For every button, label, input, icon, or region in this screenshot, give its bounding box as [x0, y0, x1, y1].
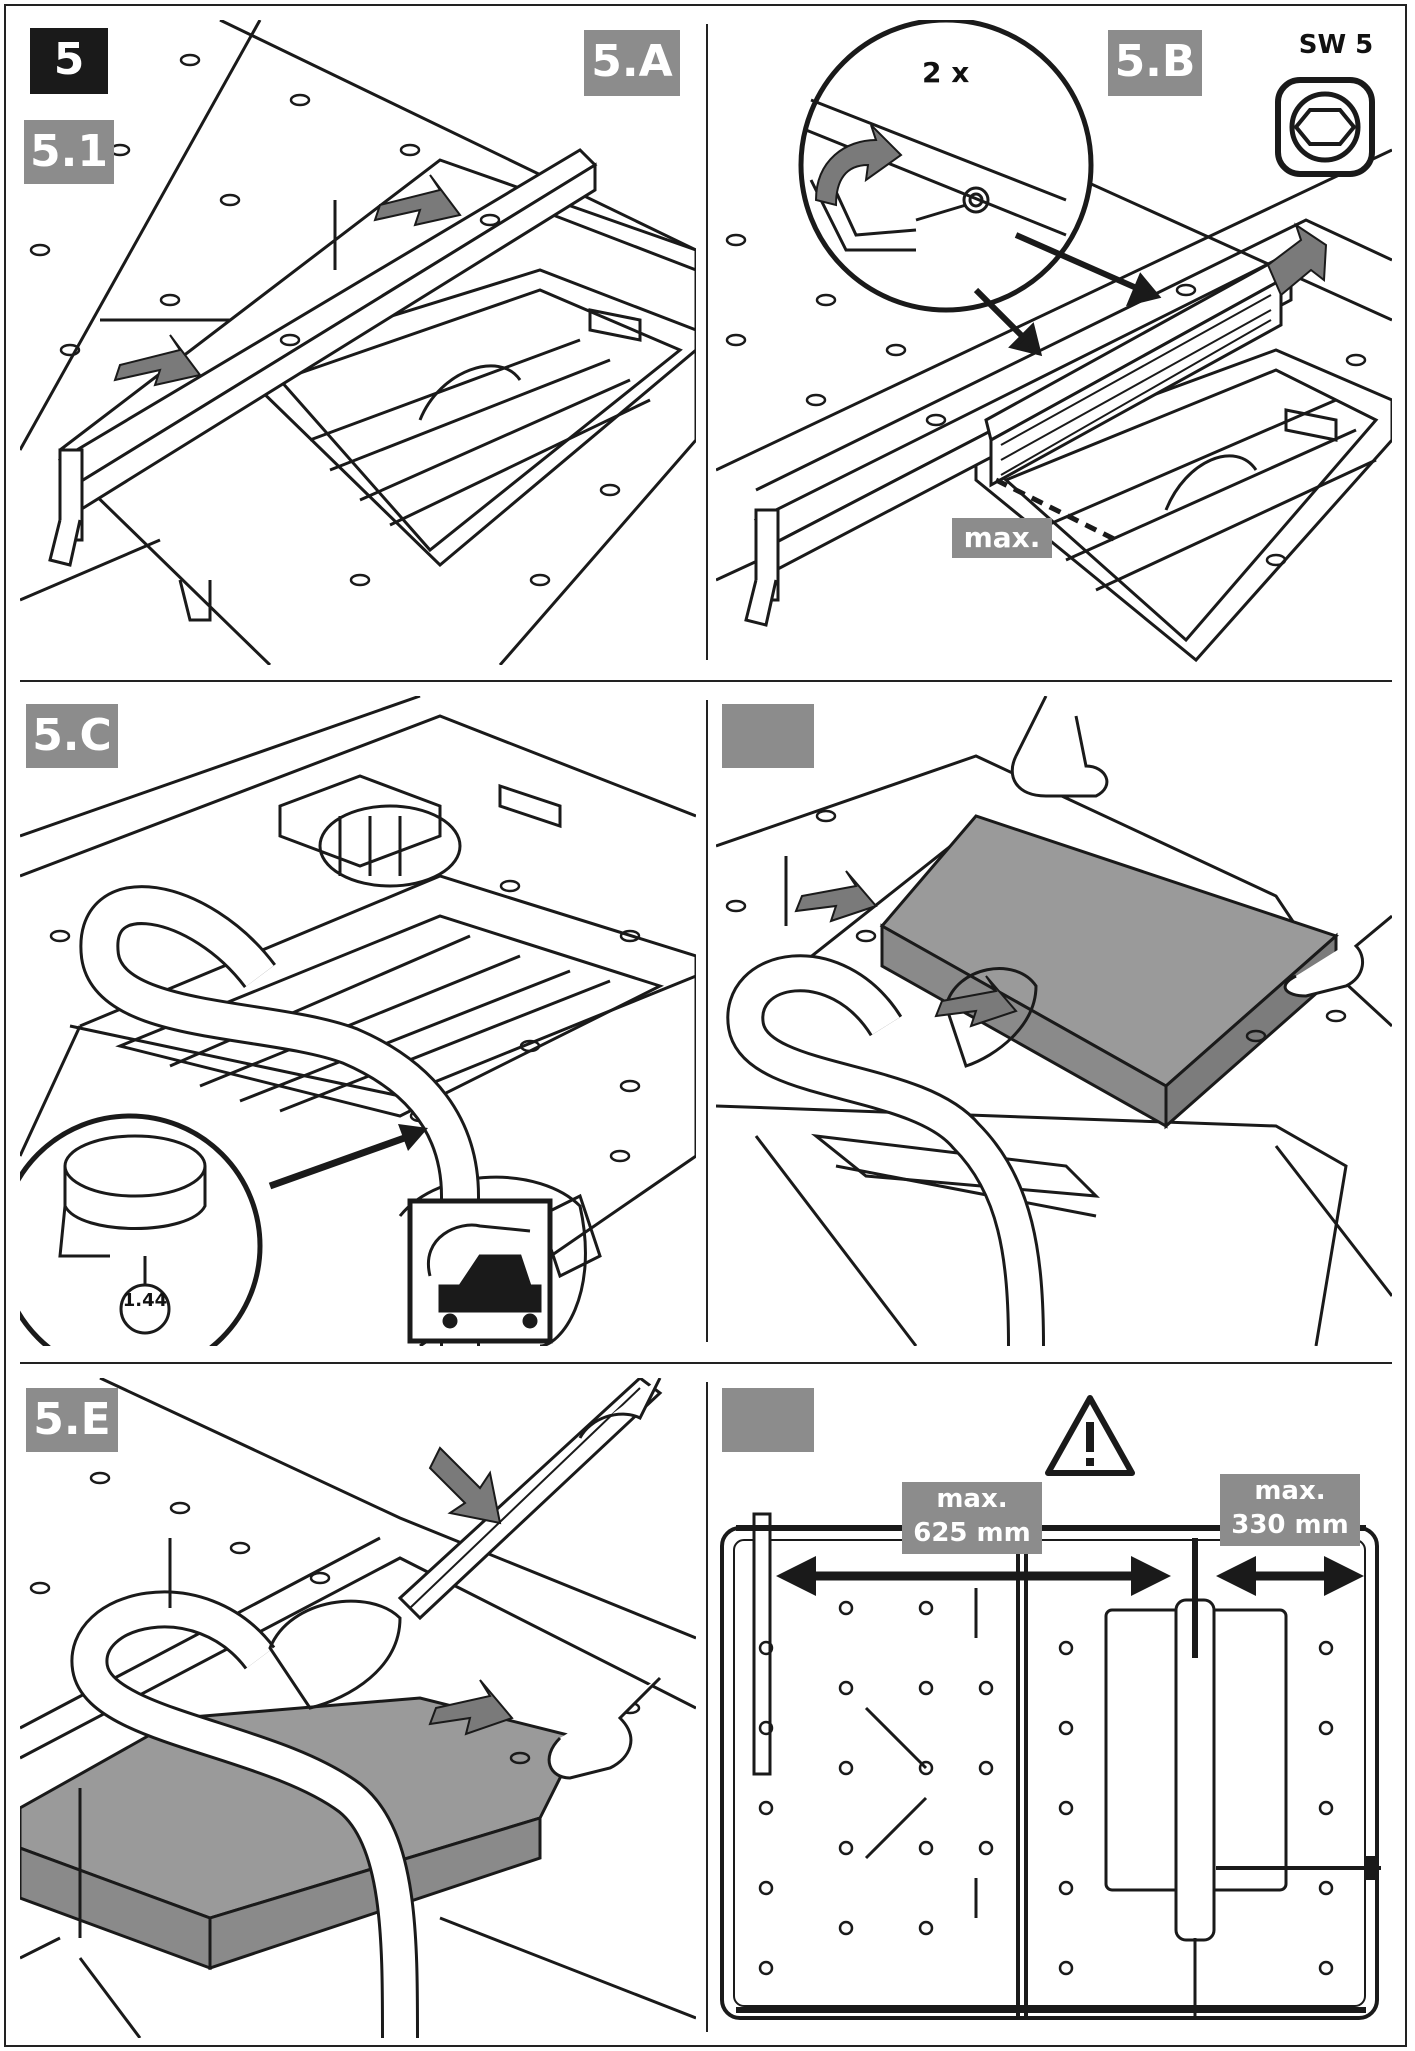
part-number-label: 1.44 [122, 1290, 168, 1311]
panel-5a: 5 5.1 5.A [20, 20, 696, 665]
panel-5c-tag: 5.C [26, 704, 118, 768]
right-max-label: max. [1254, 1476, 1326, 1506]
panel-5d-drawing [716, 696, 1392, 1346]
panel-5f-tag [722, 1388, 814, 1452]
quantity-label: 2 x [922, 56, 970, 89]
left-dimension-label: max. 625 mm [902, 1482, 1042, 1554]
col-divider-2 [706, 700, 708, 1342]
left-max-label: max. [936, 1484, 1008, 1514]
panel-5e-drawing [20, 1378, 696, 2038]
col-divider-1 [706, 24, 708, 660]
right-dimension-label: max. 330 mm [1220, 1474, 1360, 1546]
panel-5a-tag: 5.A [584, 30, 680, 96]
row-divider-2 [20, 1362, 1392, 1364]
panel-5d [716, 696, 1392, 1346]
step-number-badge: 5 [30, 28, 108, 94]
page-frame [4, 4, 1407, 2047]
panel-5c: 5.C 1.44 [20, 696, 696, 1346]
panel-5c-drawing [20, 696, 696, 1346]
panel-5b: 2 x SW 5 5.B max. [716, 20, 1392, 665]
col-divider-3 [706, 1382, 708, 2032]
wrench-size-label: SW 5 [1298, 30, 1374, 60]
panel-5d-tag [722, 704, 814, 768]
panel-5a-drawing [20, 20, 696, 665]
right-dimension-value: 330 mm [1231, 1510, 1349, 1540]
panel-5b-tag: 5.B [1108, 30, 1202, 96]
panel-5f-drawing [720, 1395, 1381, 2020]
panel-5e: 5.E [20, 1378, 696, 2038]
panel-5f: max. 625 mm max. 330 mm [716, 1378, 1392, 2038]
substep-badge: 5.1 [24, 120, 114, 184]
row-divider-1 [20, 680, 1392, 682]
max-offset-label: max. [952, 518, 1052, 558]
panel-5b-drawing [716, 20, 1392, 663]
panel-5e-tag: 5.E [26, 1388, 118, 1452]
left-dimension-value: 625 mm [913, 1518, 1031, 1548]
